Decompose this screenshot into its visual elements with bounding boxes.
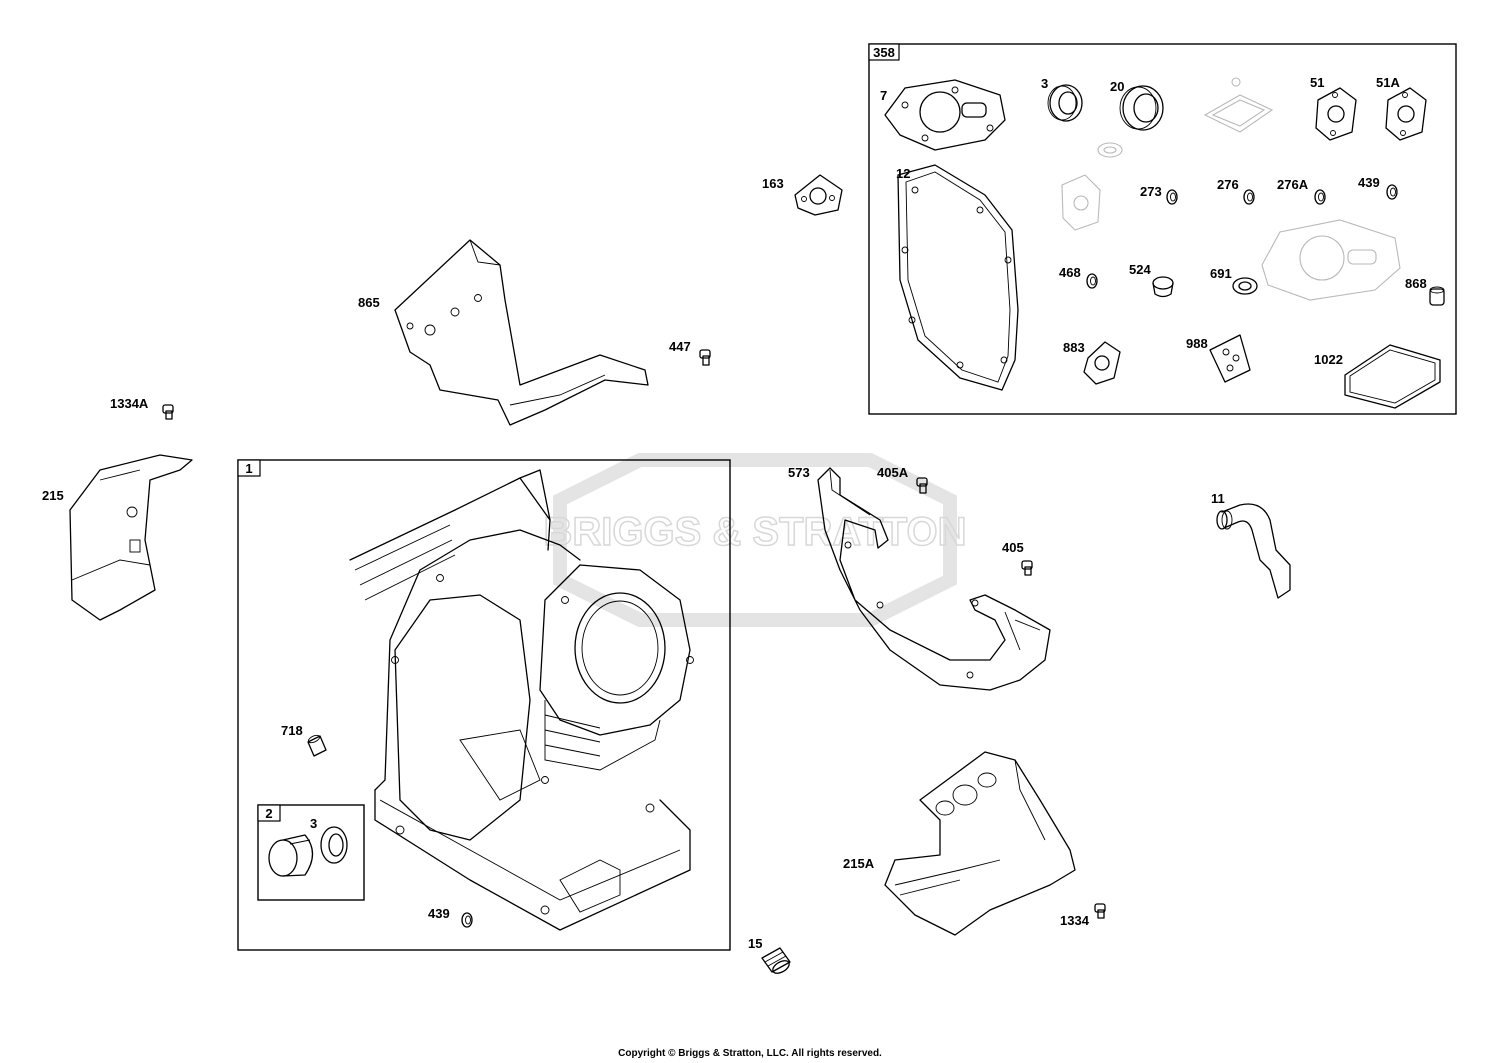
label-12: 12 bbox=[896, 166, 910, 181]
part-988-gasket[interactable] bbox=[1209, 334, 1251, 383]
part-51a-gasket[interactable] bbox=[1385, 87, 1427, 141]
label-573: 573 bbox=[788, 465, 810, 480]
part-1022-gasket[interactable] bbox=[1344, 344, 1441, 409]
label-51a: 51A bbox=[1376, 75, 1400, 90]
label-1334: 1334 bbox=[1060, 913, 1090, 928]
label-276: 276 bbox=[1217, 177, 1239, 192]
label-868: 868 bbox=[1405, 276, 1427, 291]
bushing-kit-number: 2 bbox=[265, 806, 272, 821]
label-276a: 276A bbox=[1277, 177, 1309, 192]
part-439-washer[interactable] bbox=[461, 912, 473, 928]
part-3-bushing-seal[interactable] bbox=[320, 826, 348, 864]
label-468: 468 bbox=[1059, 265, 1081, 280]
label-3-seal: 3 bbox=[1041, 76, 1048, 91]
unlabelled-small-gasket bbox=[1061, 174, 1101, 231]
label-439: 439 bbox=[428, 906, 450, 921]
label-524: 524 bbox=[1129, 262, 1151, 277]
label-988: 988 bbox=[1186, 336, 1208, 351]
label-20: 20 bbox=[1110, 79, 1124, 94]
part-51-gasket[interactable] bbox=[1315, 87, 1357, 141]
label-3-bushing: 3 bbox=[310, 816, 317, 831]
part-20-oil-seal[interactable] bbox=[1119, 85, 1164, 131]
part-868-valve-seal[interactable] bbox=[1429, 286, 1445, 306]
part-3-oil-seal[interactable] bbox=[1047, 84, 1083, 122]
part-447-screw[interactable] bbox=[699, 349, 711, 366]
label-883: 883 bbox=[1063, 340, 1085, 355]
label-7: 7 bbox=[880, 88, 887, 103]
label-163: 163 bbox=[762, 176, 784, 191]
part-215-air-guide[interactable] bbox=[69, 454, 193, 621]
gasket-set-number: 358 bbox=[873, 45, 895, 60]
label-1022: 1022 bbox=[1314, 352, 1343, 367]
label-51: 51 bbox=[1310, 75, 1324, 90]
label-447: 447 bbox=[669, 339, 691, 354]
part-1334a-screw[interactable] bbox=[162, 404, 174, 420]
part-276-washer[interactable] bbox=[1243, 189, 1255, 205]
part-468-washer[interactable] bbox=[1086, 273, 1098, 289]
label-865: 865 bbox=[358, 295, 380, 310]
part-12-crankcase-gasket[interactable] bbox=[897, 164, 1019, 391]
label-439-set: 439 bbox=[1358, 175, 1380, 190]
part-718-dowel[interactable] bbox=[307, 734, 327, 757]
label-11: 11 bbox=[1211, 491, 1225, 506]
bushing-kit-box: 2 bbox=[257, 804, 365, 901]
part-1-cylinder-block[interactable] bbox=[349, 469, 694, 931]
part-524-plug[interactable] bbox=[1152, 276, 1174, 298]
part-883-gasket[interactable] bbox=[1083, 341, 1121, 385]
part-7-head-gasket[interactable] bbox=[884, 79, 1006, 151]
part-865-air-guide[interactable] bbox=[394, 239, 649, 426]
label-215: 215 bbox=[42, 488, 64, 503]
watermark-text: BRIGGS & STRATTON bbox=[544, 510, 967, 554]
part-405a-screw[interactable] bbox=[916, 477, 928, 494]
watermark: BRIGGS & STRATTON bbox=[543, 453, 967, 627]
part-1334-screw[interactable] bbox=[1094, 903, 1106, 919]
part-273-washer[interactable] bbox=[1166, 189, 1178, 205]
label-718: 718 bbox=[281, 723, 303, 738]
unlabelled-breather-gasket bbox=[1203, 77, 1274, 133]
cylinder-assembly-box: 1 bbox=[237, 459, 731, 951]
unlabelled-washer bbox=[1097, 142, 1123, 158]
part-573-blower-housing[interactable] bbox=[817, 467, 1051, 691]
part-2-bushing[interactable] bbox=[268, 834, 314, 877]
part-405-screw[interactable] bbox=[1021, 560, 1033, 576]
label-405: 405 bbox=[1002, 540, 1024, 555]
part-215a-air-guide[interactable] bbox=[884, 751, 1076, 936]
label-15: 15 bbox=[748, 936, 762, 951]
part-163-gasket[interactable] bbox=[794, 174, 843, 216]
part-439-washer-set[interactable] bbox=[1386, 184, 1398, 200]
label-273: 273 bbox=[1140, 184, 1162, 199]
part-276a-washer[interactable] bbox=[1314, 189, 1326, 205]
label-1334a: 1334A bbox=[110, 396, 149, 411]
label-691: 691 bbox=[1210, 266, 1232, 281]
cylinder-assembly-number: 1 bbox=[245, 461, 252, 476]
part-15-fitting[interactable] bbox=[761, 947, 791, 976]
gasket-set-box: 358 bbox=[868, 43, 1457, 415]
copyright-footer: Copyright © Briggs & Stratton, LLC. All … bbox=[618, 1048, 882, 1059]
part-691-seal[interactable] bbox=[1232, 277, 1258, 295]
label-405a: 405A bbox=[877, 465, 909, 480]
label-215a: 215A bbox=[843, 856, 875, 871]
unlabelled-head-gasket bbox=[1261, 219, 1401, 301]
part-11-tube[interactable] bbox=[1216, 503, 1291, 599]
